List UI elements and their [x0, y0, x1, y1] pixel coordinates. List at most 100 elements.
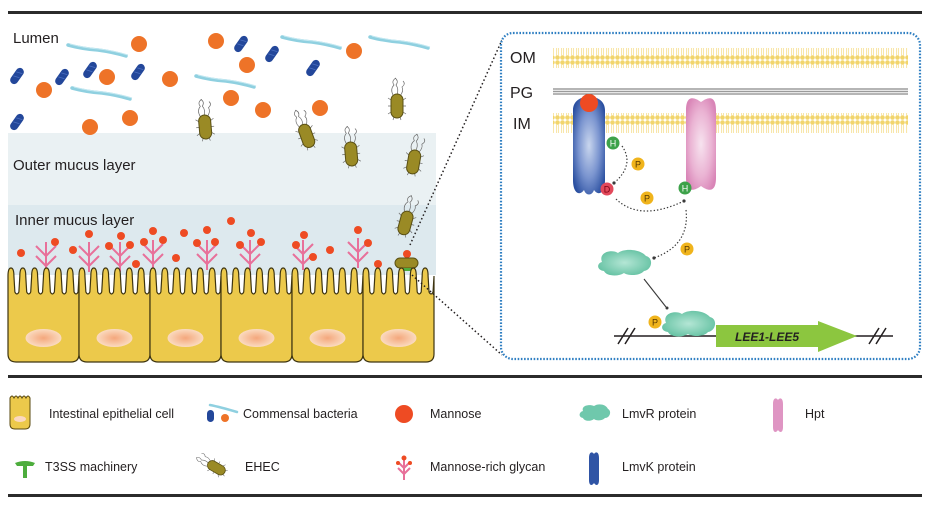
- label-lumen: Lumen: [13, 30, 59, 47]
- epithelial-cell: [149, 267, 222, 363]
- mannose: [300, 231, 308, 239]
- his-badge-lmvk: H: [606, 136, 620, 150]
- commensal-filament: [70, 85, 134, 101]
- nucleus: [238, 329, 275, 347]
- nucleus: [309, 329, 346, 347]
- label-inner-mucus: Inner mucus layer: [15, 212, 134, 229]
- zoom-line-top: [409, 39, 503, 246]
- phosphate-badge: P: [631, 157, 645, 171]
- mannose: [180, 229, 188, 237]
- commensal-cocci: [36, 33, 362, 135]
- svg-text:Commensal bacteria: Commensal bacteria: [243, 407, 358, 421]
- legend-item-hpt: Hpt: [773, 398, 825, 432]
- arrowhead: [612, 181, 616, 185]
- commensal-rod: [263, 43, 281, 65]
- legend-item-lmvk: LmvK protein: [589, 452, 696, 485]
- commensal-filament: [280, 34, 344, 50]
- mannose: [140, 238, 148, 246]
- mannose: [247, 229, 255, 237]
- nucleus: [167, 329, 204, 347]
- mannose: [257, 238, 265, 246]
- legend-item-commensal: Commensal bacteria: [207, 403, 358, 422]
- lee-gene-arrow: LEE1-LEE5: [716, 321, 857, 352]
- phosphorelay-arrows: [613, 145, 687, 259]
- arrowhead: [652, 256, 656, 260]
- attached-ehec: [394, 257, 419, 271]
- epithelial-cell: [220, 267, 293, 363]
- inset-box: [499, 31, 922, 361]
- commensal-coccus: [122, 110, 138, 126]
- svg-text:Mannose: Mannose: [430, 407, 481, 421]
- epithelial-cell: [7, 267, 80, 363]
- commensal-rod: [232, 33, 250, 55]
- svg-text:P: P: [644, 194, 650, 204]
- mannose: [132, 260, 140, 268]
- commensal-filament: [194, 73, 258, 89]
- legend-bottom-rule: [8, 494, 922, 497]
- mannose: [69, 246, 77, 254]
- mannose: [309, 253, 317, 261]
- svg-text:H: H: [610, 139, 617, 149]
- phosphate-badge: P: [680, 242, 694, 256]
- lmvr-protein-bound: [662, 310, 716, 337]
- arrowhead: [682, 199, 686, 203]
- phosphate-badge: P: [640, 191, 654, 205]
- legend-item-mannose: Mannose: [395, 405, 481, 423]
- nucleus: [25, 329, 62, 347]
- inner-membrane: [553, 113, 908, 133]
- svg-text:D: D: [604, 185, 611, 195]
- mannose: [374, 260, 382, 268]
- svg-text:LmvK protein: LmvK protein: [622, 460, 696, 474]
- label-im: IM: [513, 116, 531, 133]
- commensal-rod: [8, 65, 26, 87]
- svg-text:T3SS machinery: T3SS machinery: [45, 460, 138, 474]
- peptidoglycan: [553, 88, 908, 95]
- svg-text:Intestinal epithelial cell: Intestinal epithelial cell: [49, 407, 174, 421]
- epithelial-cell: [362, 267, 435, 363]
- legend-item-ehec: EHEC: [192, 449, 280, 481]
- commensal-coccus: [312, 100, 328, 116]
- svg-text:H: H: [682, 184, 689, 194]
- mannose: [17, 249, 25, 257]
- mannose: [203, 226, 211, 234]
- legend-item-glycan: Mannose-rich glycan: [396, 455, 545, 480]
- mannose: [193, 239, 201, 247]
- commensal-filament: [66, 42, 130, 58]
- legend-item-epithelial: Intestinal epithelial cell: [9, 395, 174, 430]
- commensal-coccus: [208, 33, 224, 49]
- commensal-coccus: [36, 82, 52, 98]
- label-pg: PG: [510, 85, 533, 102]
- asp-badge-lmvk: D: [600, 182, 614, 196]
- legend-item-t3ss: T3SS machinery: [15, 460, 138, 478]
- commensal-coccus: [131, 36, 147, 52]
- nucleus: [96, 329, 133, 347]
- commensal-rod: [8, 111, 26, 133]
- svg-text:Hpt: Hpt: [805, 407, 825, 421]
- top-rule: [8, 11, 922, 14]
- commensal-coccus: [346, 43, 362, 59]
- phosphate-badge-bound: P: [648, 315, 662, 329]
- commensal-coccus: [223, 90, 239, 106]
- lmvk-protein: [573, 94, 605, 195]
- gene-label: LEE1-LEE5: [735, 330, 799, 344]
- svg-text:EHEC: EHEC: [245, 460, 280, 474]
- commensal-filament: [368, 34, 432, 50]
- mannose: [227, 217, 235, 225]
- commensal-coccus: [162, 71, 178, 87]
- ehec-bacterium: [387, 77, 407, 121]
- lmvr-protein-free: [598, 249, 652, 276]
- epithelial-cell: [78, 267, 151, 363]
- mannose: [292, 241, 300, 249]
- bound-mannose: [580, 94, 598, 112]
- t3ss-machinery: [403, 268, 411, 271]
- nucleus: [380, 329, 417, 347]
- commensal-rod: [304, 57, 322, 79]
- commensal-coccus: [99, 69, 115, 85]
- mannose: [105, 242, 113, 250]
- outer-membrane: [553, 48, 908, 68]
- svg-text:P: P: [684, 245, 690, 255]
- his-badge-hpt: H: [678, 181, 692, 195]
- commensal-coccus: [255, 102, 271, 118]
- epithelial-cells: [7, 267, 435, 363]
